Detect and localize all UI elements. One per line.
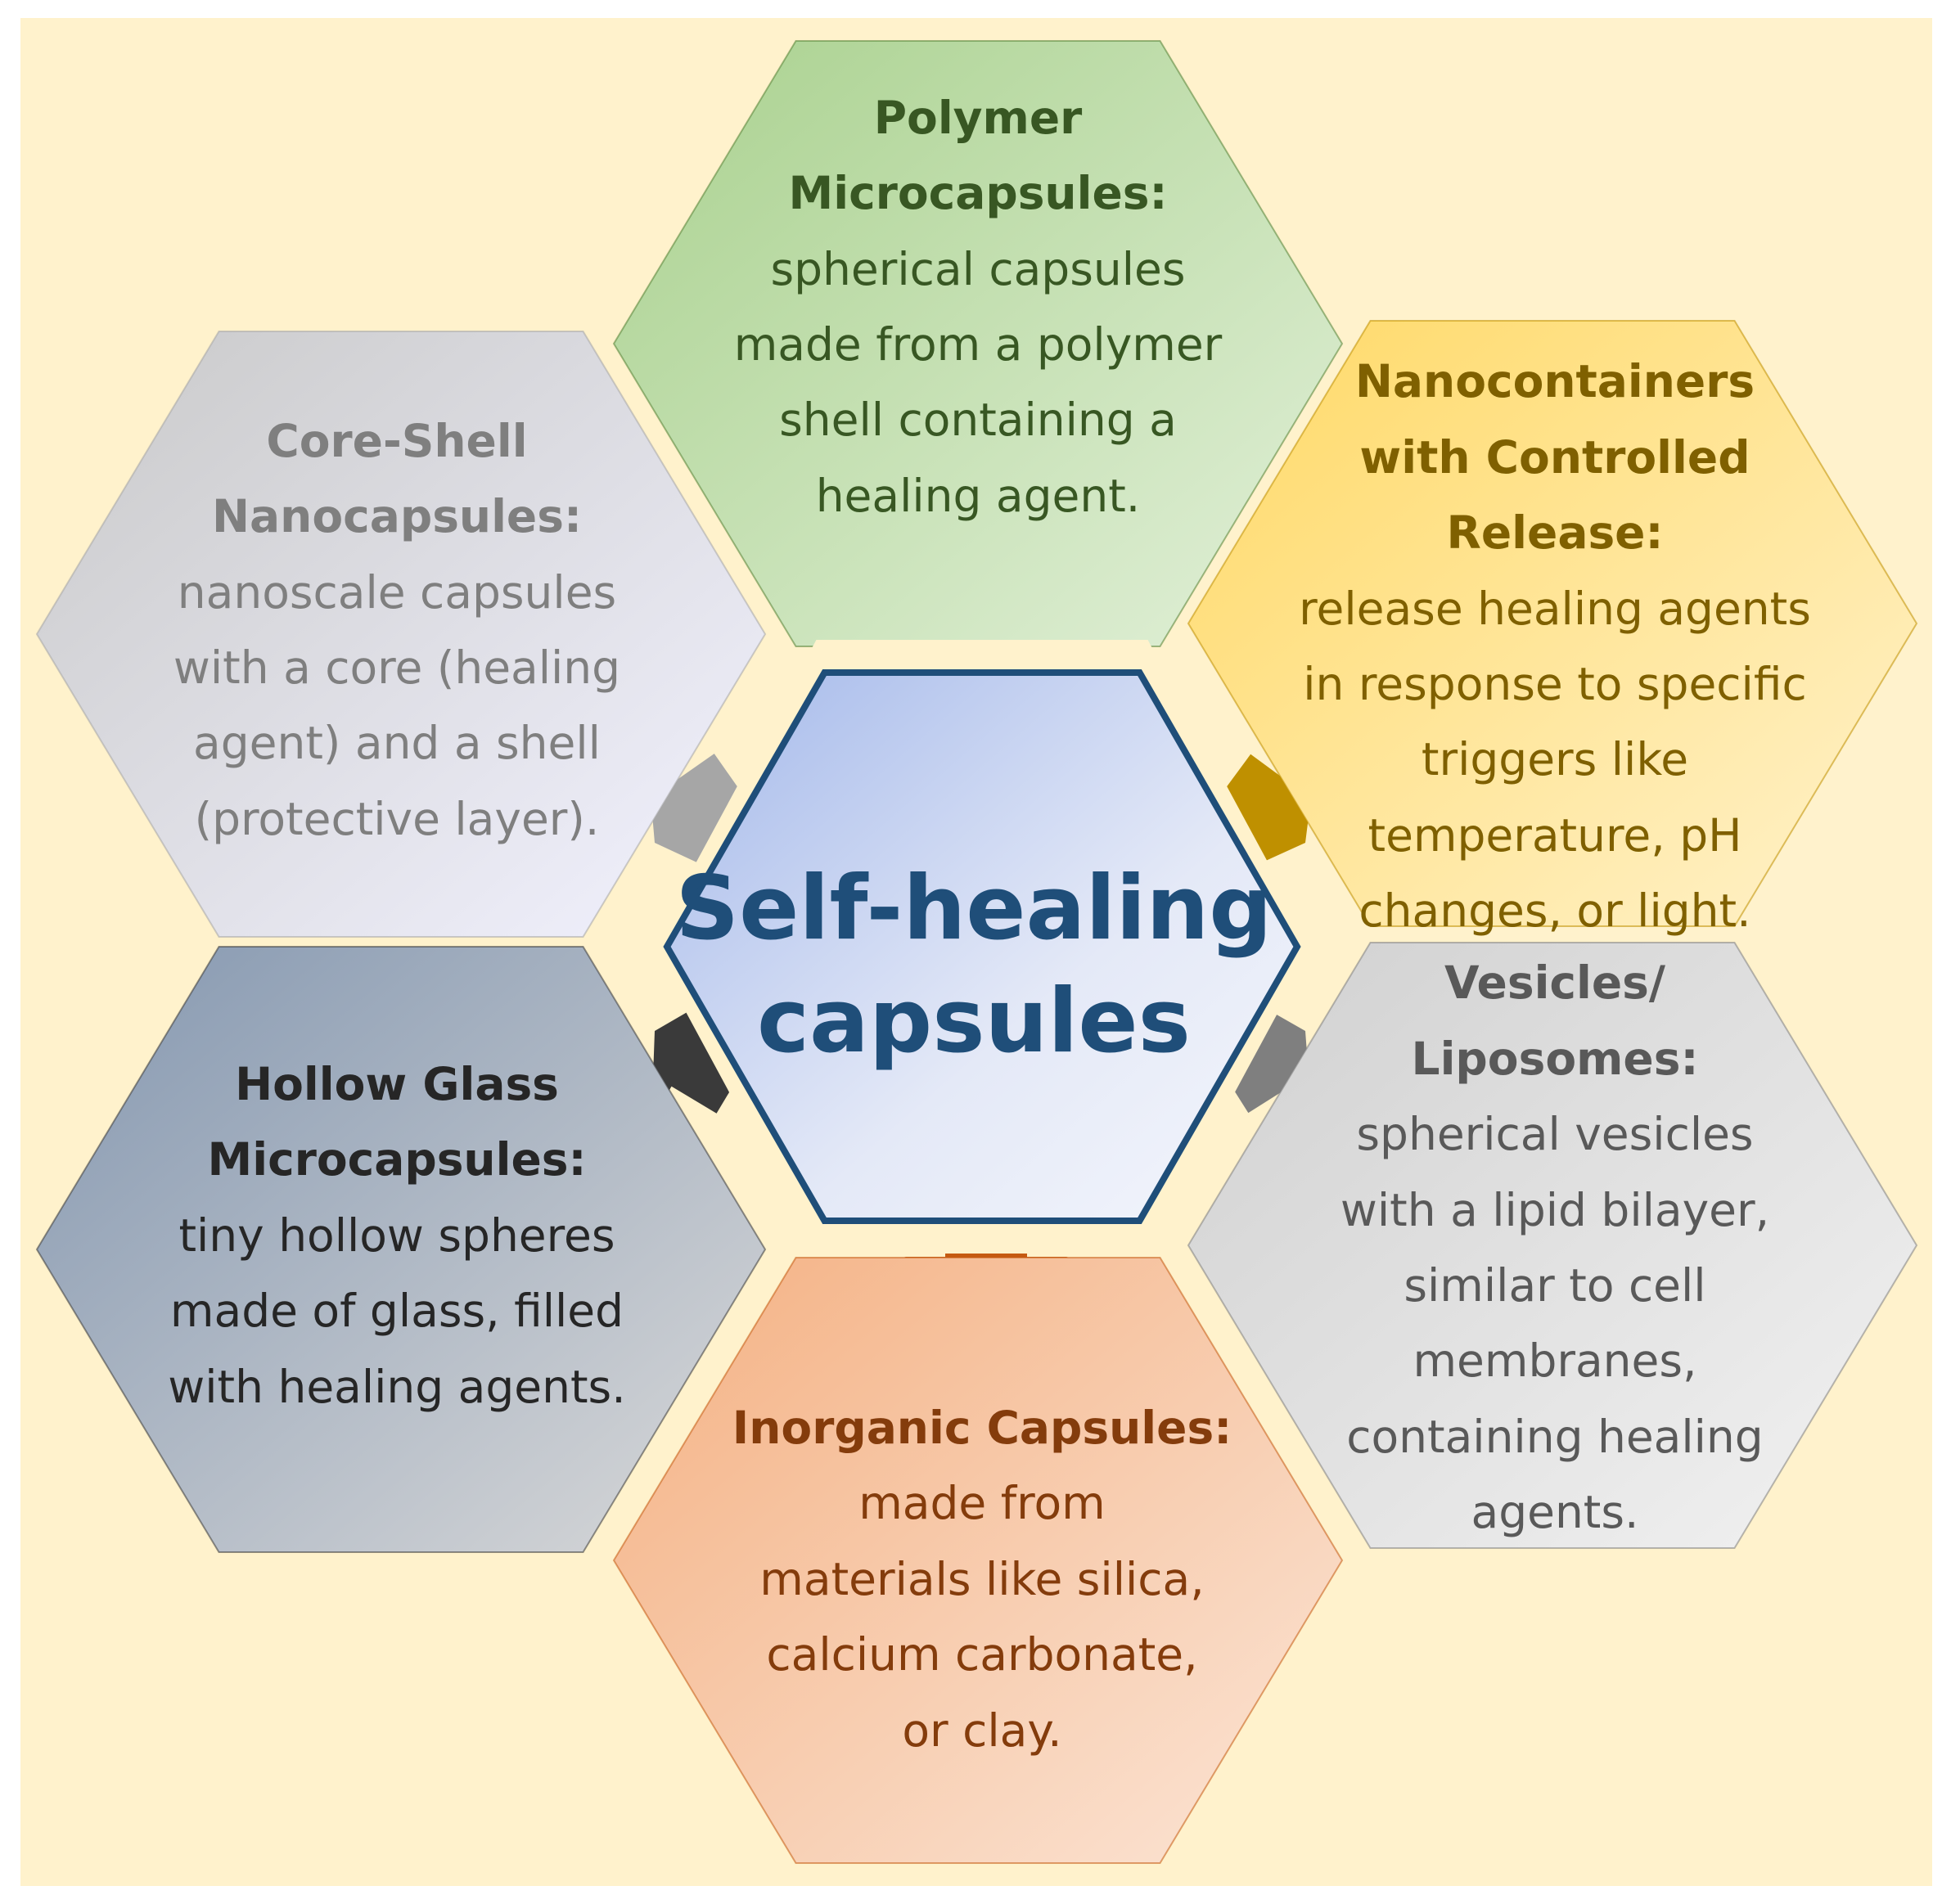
hex-core-shell-text: Core-Shell Nanocapsules: nanoscale capsu… — [70, 401, 724, 859]
hex-hollow-glass-description: tiny hollow spheres made of glass, fille… — [168, 1209, 626, 1413]
hex-inorganic-text: Inorganic Capsules: made from materials … — [638, 1383, 1326, 1776]
hex-vesicles-title: Vesicles/ Liposomes: — [1411, 957, 1699, 1085]
hex-hollow-glass-title: Hollow Glass Microcapsules: — [207, 1058, 587, 1186]
hex-polymer-title: Polymer Microcapsules: — [788, 91, 1168, 220]
center-label: Self-healing capsules — [675, 857, 1273, 1073]
center-hexagon — [663, 669, 1301, 1224]
hex-nanocontainers-text: Nanocontainers with Controlled Release: … — [1211, 344, 1899, 949]
hex-vesicles-description: spherical vesicles with a lipid bilayer,… — [1340, 1108, 1770, 1539]
hexagon-inorganic — [612, 1257, 1344, 1864]
hex-inorganic-title: Inorganic Capsules: — [732, 1402, 1232, 1455]
hex-core-shell-title: Core-Shell Nanocapsules: — [212, 414, 582, 543]
hex-core-shell-description: nanoscale capsules with a core (healing … — [173, 565, 621, 845]
hex-nanocontainers-title: Nanocontainers with Controlled Release: — [1354, 355, 1755, 560]
hexagon-layer — [35, 40, 1918, 1864]
hexagon-polymer — [612, 40, 1344, 647]
hexagon-vesicles — [1187, 942, 1918, 1549]
hex-nanocontainers-description: release healing agents in response to sp… — [1299, 582, 1811, 938]
hex-hollow-glass-text: Hollow Glass Microcapsules: tiny hollow … — [70, 1039, 724, 1432]
hexagon-hollow-glass — [35, 946, 767, 1553]
hex-polymer-text: Polymer Microcapsules: spherical capsule… — [647, 78, 1309, 536]
hex-vesicles-text: Vesicles/ Liposomes: spherical vesicles … — [1211, 941, 1899, 1555]
hexagon-nanocontainers — [1187, 320, 1918, 927]
hex-polymer-description: spherical capsules made from a polymer s… — [733, 242, 1223, 522]
center-hexagon-layer — [651, 640, 1313, 1254]
hexagon-core-shell — [35, 331, 767, 938]
hex-inorganic-description: made from materials like silica, calcium… — [759, 1477, 1205, 1757]
